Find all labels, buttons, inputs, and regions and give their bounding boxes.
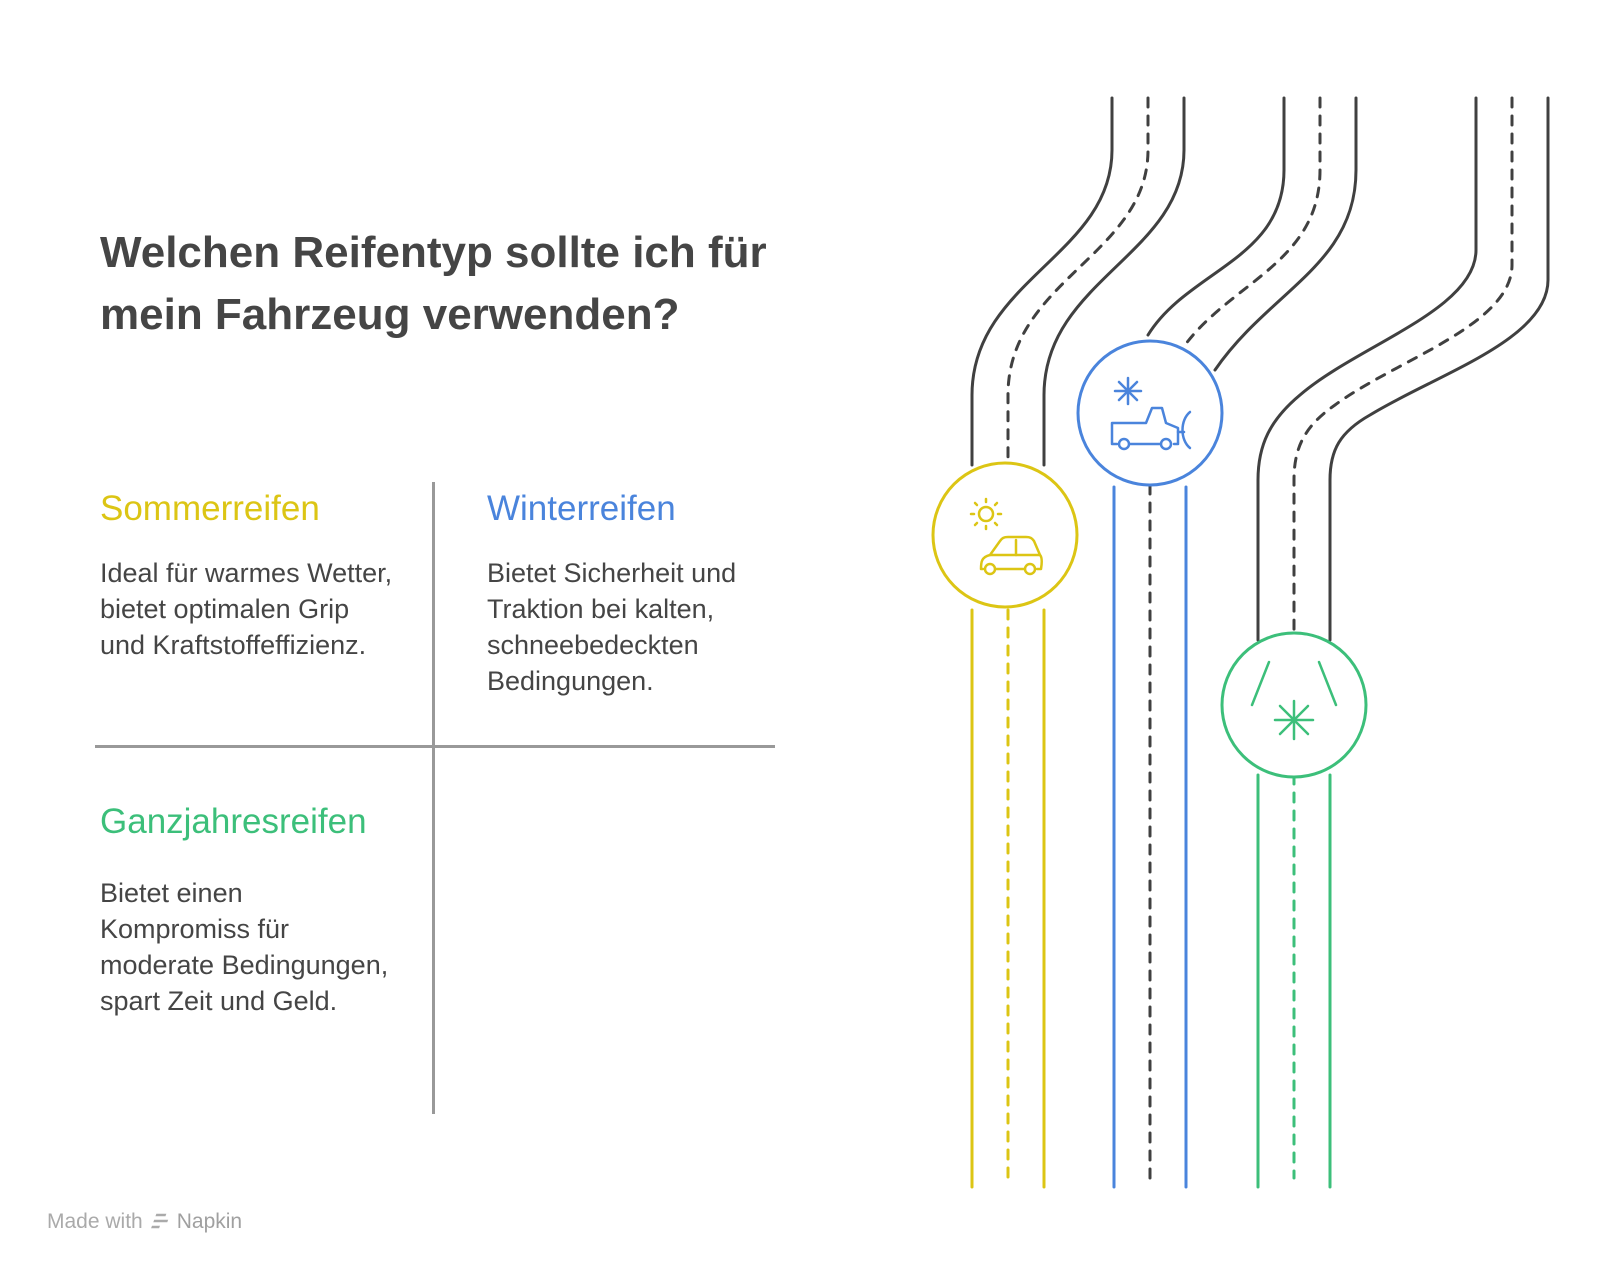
winter-tire-description: Bietet Sicherheit und Traktion bei kalte… bbox=[487, 558, 737, 696]
allseason-road-edge-left bbox=[1256, 96, 1478, 642]
footer-made-with: Made with bbox=[47, 1210, 143, 1233]
winter-road-edge-right bbox=[1213, 96, 1358, 372]
winter-road-center-line bbox=[1183, 96, 1322, 347]
allseason-road bbox=[1256, 96, 1550, 1189]
quadrant-divider-vertical bbox=[432, 482, 435, 1114]
allseason-road-edge-right bbox=[1328, 96, 1550, 642]
summer-road-edge-left bbox=[970, 96, 1114, 467]
sun-car-icon bbox=[969, 497, 1043, 576]
footer-attribution: Made with Napkin bbox=[47, 1210, 242, 1234]
allseason-tire-heading: Ganzjahresreifen bbox=[100, 802, 367, 841]
winter-tire-heading: Winterreifen bbox=[487, 489, 676, 528]
winter-marker bbox=[1076, 339, 1224, 487]
page-title: Welchen Reifentyp sollte ich für mein Fa… bbox=[100, 228, 767, 339]
allseason-tire-description: Bietet einen Kompromiss für moderate Bed… bbox=[100, 878, 389, 1016]
snowplow-truck-icon bbox=[1110, 376, 1192, 451]
winter-road bbox=[1112, 96, 1358, 1189]
summer-road-edge-right bbox=[1042, 96, 1186, 467]
summer-tire-heading: Sommerreifen bbox=[100, 489, 320, 528]
allseason-marker bbox=[1220, 631, 1368, 779]
footer-brand: Napkin bbox=[176, 1210, 243, 1233]
summer-tire-description: Ideal für warmes Wetter, bietet optimale… bbox=[100, 558, 393, 660]
quadrant-divider-horizontal bbox=[95, 745, 775, 748]
summer-road-center-line bbox=[1006, 96, 1150, 467]
winter-road-edge-left bbox=[1146, 96, 1286, 337]
snowflake-road-icon bbox=[1250, 660, 1338, 741]
napkin-logo-icon bbox=[150, 1213, 168, 1229]
summer-road bbox=[970, 96, 1186, 1189]
summer-marker bbox=[931, 461, 1079, 609]
allseason-road-center-line bbox=[1292, 96, 1514, 642]
